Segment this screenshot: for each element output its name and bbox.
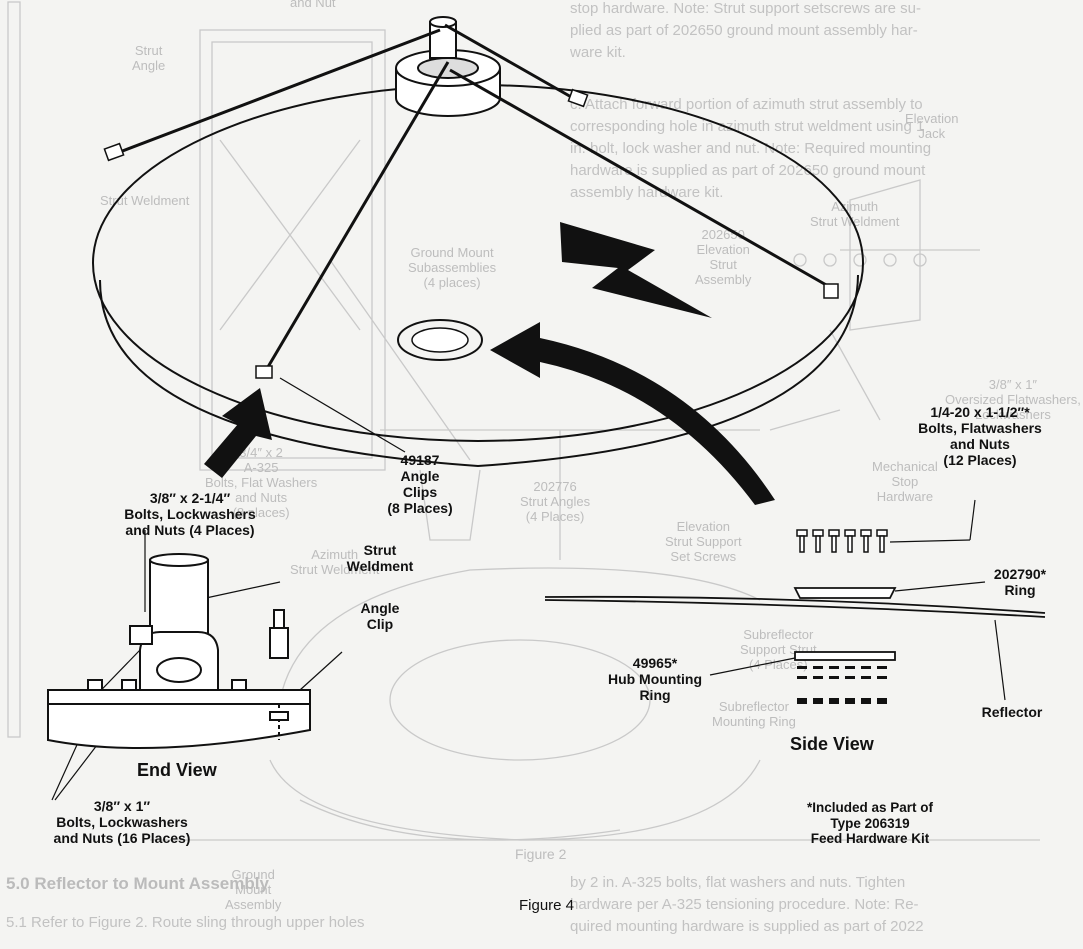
subreflector-hub	[395, 16, 501, 117]
bleed-line: corresponding hole in azimuth strut weld…	[570, 118, 925, 135]
bleed-label: Strut Weldment	[100, 193, 190, 208]
hub-ring-on-dish	[397, 319, 483, 361]
bleed-line: stop hardware. Note: Strut support setsc…	[570, 0, 921, 17]
bleed-line: in. bolt, lock washer and nut. Note: Req…	[570, 140, 932, 157]
bleed-line: assembly hardware kit.	[570, 184, 724, 201]
bleed-line: 5.1 Refer to Figure 2. Route sling throu…	[6, 914, 365, 931]
hub-mounting-ring-callout: 49965*Hub Mounting Ring	[607, 655, 703, 704]
side-view-bolts	[796, 529, 888, 553]
reflector-dish	[92, 84, 864, 468]
side-view-title: Side View	[790, 734, 874, 754]
bleed-heading: 5.0 Reflector to Mount Assembly	[6, 874, 269, 893]
side-view-washers-nuts	[797, 666, 887, 704]
bleed-line: hardware per A-325 tensioning procedure.…	[570, 896, 919, 913]
end-view-detail	[47, 553, 311, 749]
bleed-line: by 2 in. A-325 bolts, flat washers and n…	[570, 874, 906, 891]
bolts-2-1-4-callout: 3/8″ x 2-1/4″Bolts, Lockwashers and Nuts…	[124, 490, 256, 539]
bolts-1-callout: 3/8″ x 1″Bolts, Lockwashers and Nuts (16…	[53, 798, 191, 847]
reflector-callout: Reflector	[981, 704, 1043, 720]
figure-caption: Figure 4	[519, 897, 575, 914]
end-view-title: End View	[137, 760, 217, 780]
bleed-caption: Figure 2	[515, 846, 567, 862]
bleed-line: plied as part of 202650 ground mount ass…	[570, 22, 918, 39]
exploded-view-bolt	[560, 222, 712, 318]
side-view-detail	[544, 587, 1046, 661]
support-struts	[111, 23, 836, 373]
ring-202790-callout: 202790*Ring	[993, 566, 1047, 599]
curved-arrow	[490, 322, 775, 505]
bleed-line: quired mounting hardware is supplied as …	[570, 918, 924, 935]
bleed-line: hardware is supplied as part of 202650 g…	[570, 162, 926, 179]
bleed-label: and Nut	[290, 0, 336, 10]
straight-arrow	[204, 388, 272, 478]
bleed-label: 3/8″ x 1″Oversized Flatwashers,Lockwashe…	[945, 377, 1081, 422]
bleed-line: ware kit.	[570, 44, 626, 61]
bolts-flatwashers-callout: 1/4-20 x 1-1/2″*Bolts, Flatwashers and N…	[918, 404, 1042, 469]
bleed-line: c. Attach forward portion of azimuth str…	[570, 96, 923, 113]
